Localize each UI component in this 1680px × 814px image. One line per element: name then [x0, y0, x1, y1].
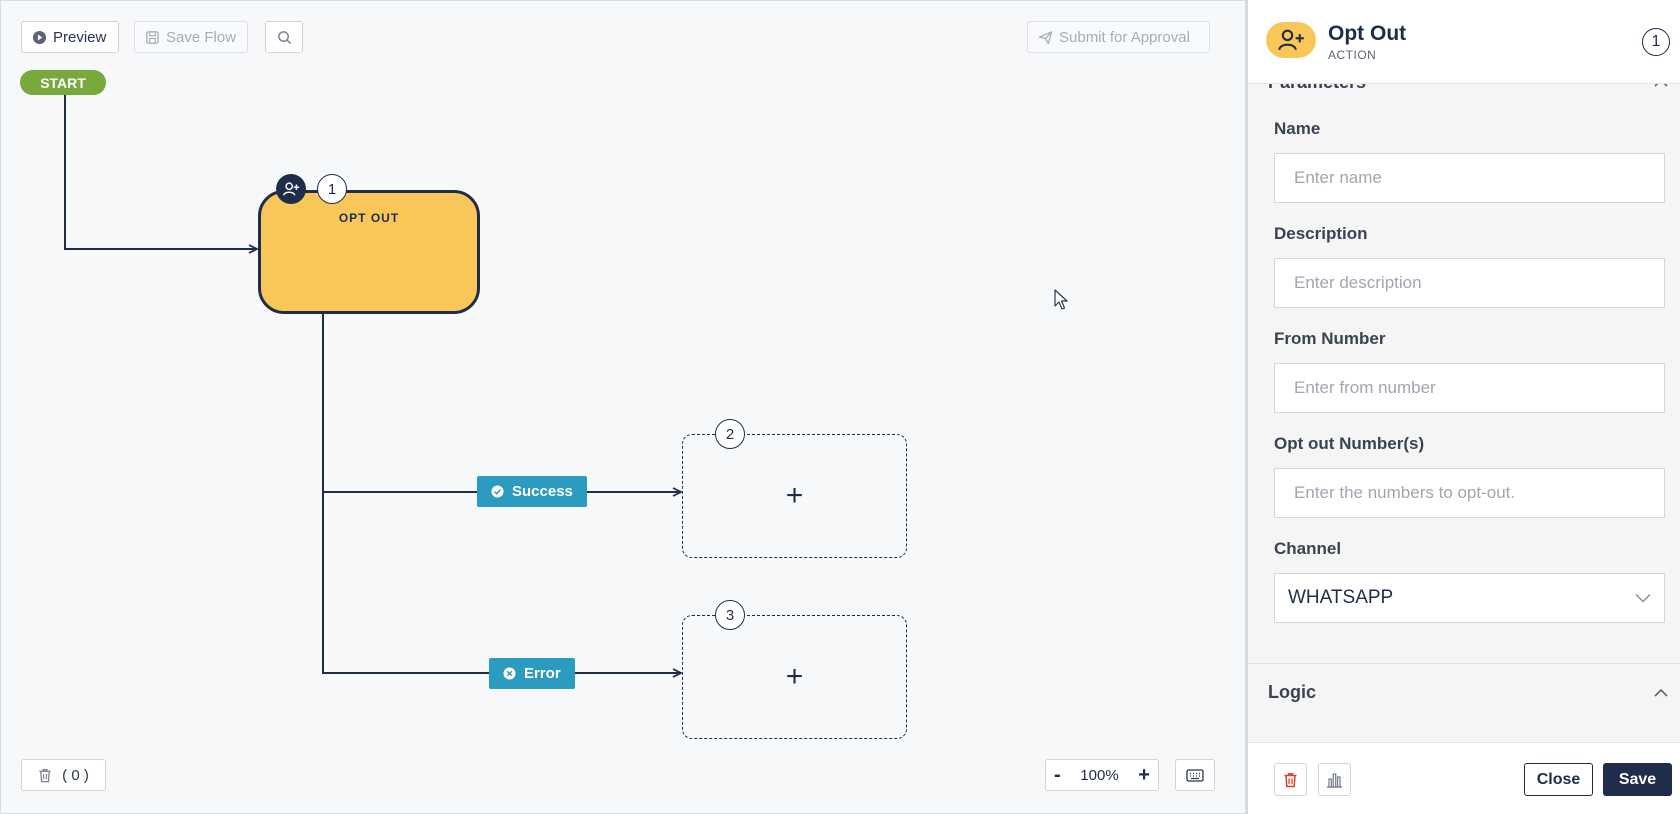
- opt-out-numbers-label: Opt out Number(s): [1274, 434, 1425, 453]
- chevron-down-icon: [1635, 593, 1651, 603]
- from-number-label: From Number: [1274, 329, 1386, 348]
- search-button[interactable]: [265, 21, 303, 53]
- add-node-placeholder[interactable]: +: [682, 615, 907, 739]
- bar-chart-icon: [1327, 772, 1342, 788]
- check-circle-icon: [491, 485, 504, 498]
- plus-icon: +: [785, 660, 804, 693]
- channel-label: Channel: [1274, 539, 1342, 558]
- search-icon: [277, 30, 291, 44]
- submit-for-approval-button[interactable]: Submit for Approval: [1027, 21, 1210, 53]
- close-button[interactable]: Close: [1524, 763, 1593, 796]
- node-number-badge: 1: [317, 174, 347, 204]
- trash-icon: [1284, 772, 1297, 787]
- preview-label: Preview: [53, 28, 107, 46]
- panel-subtitle: ACTION: [1328, 48, 1377, 62]
- plus-icon: +: [785, 479, 804, 512]
- description-label: Description: [1274, 224, 1368, 243]
- chevron-up-icon[interactable]: [1654, 688, 1668, 697]
- preview-button[interactable]: Preview: [21, 21, 119, 53]
- trash-count: ( 0 ): [62, 766, 89, 784]
- play-circle-icon: [32, 30, 47, 44]
- keyboard-icon: [1186, 768, 1204, 782]
- user-plus-icon: [1266, 22, 1316, 58]
- zoom-level: 100%: [1080, 766, 1119, 784]
- opt-out-node[interactable]: OPT OUT: [258, 190, 480, 314]
- stats-button[interactable]: [1318, 763, 1351, 796]
- name-input[interactable]: [1274, 153, 1665, 203]
- trash-icon: [39, 768, 51, 782]
- delete-node-button[interactable]: [1274, 763, 1307, 796]
- node-number-badge: 3: [715, 600, 745, 630]
- error-branch-label: Error: [524, 665, 561, 682]
- panel-title: Opt Out: [1328, 22, 1407, 45]
- opt-out-numbers-input[interactable]: [1274, 468, 1665, 518]
- x-circle-icon: [503, 667, 516, 680]
- node-number-badge: 2: [715, 419, 745, 449]
- flow-connectors: [64, 95, 1246, 814]
- floppy-disk-icon: [146, 30, 159, 44]
- zoom-in-button[interactable]: +: [1138, 763, 1150, 786]
- submit-label: Submit for Approval: [1059, 28, 1190, 46]
- success-branch-label: Success: [512, 483, 573, 500]
- section-divider: [1248, 663, 1680, 664]
- zoom-out-button[interactable]: -: [1054, 763, 1061, 786]
- save-flow-button[interactable]: Save Flow: [134, 21, 248, 53]
- save-flow-label: Save Flow: [166, 28, 237, 46]
- keyboard-shortcuts-button[interactable]: [1175, 759, 1215, 791]
- name-label: Name: [1274, 119, 1321, 138]
- trash-button[interactable]: ( 0 ): [21, 759, 106, 791]
- panel-node-number: 1: [1642, 28, 1670, 56]
- flow-canvas[interactable]: Preview Save Flow Submit for Approval ST…: [0, 0, 1246, 814]
- success-branch-tag[interactable]: Success: [477, 476, 587, 507]
- description-input[interactable]: [1274, 258, 1665, 308]
- channel-value: WHATSAPP: [1288, 587, 1394, 608]
- error-branch-tag[interactable]: Error: [489, 658, 575, 689]
- panel-header: Opt Out ACTION 1: [1248, 0, 1680, 84]
- add-node-placeholder[interactable]: +: [682, 434, 907, 558]
- zoom-control: - 100% +: [1045, 759, 1159, 791]
- properties-panel: Parameters Opt Out ACTION 1 Name Descrip…: [1246, 0, 1680, 814]
- user-plus-icon: [276, 174, 306, 204]
- start-connector: [64, 95, 257, 249]
- from-number-input[interactable]: [1274, 363, 1665, 413]
- panel-footer: Close Save: [1248, 742, 1680, 814]
- mouse-cursor-icon: [1054, 289, 1068, 310]
- opt-out-node-label: OPT OUT: [338, 211, 400, 225]
- save-button[interactable]: Save: [1603, 763, 1672, 796]
- start-label: START: [40, 74, 86, 91]
- start-node[interactable]: START: [20, 70, 106, 95]
- logic-heading[interactable]: Logic: [1268, 682, 1316, 702]
- send-icon: [1038, 30, 1053, 44]
- channel-select[interactable]: WHATSAPP: [1274, 573, 1665, 623]
